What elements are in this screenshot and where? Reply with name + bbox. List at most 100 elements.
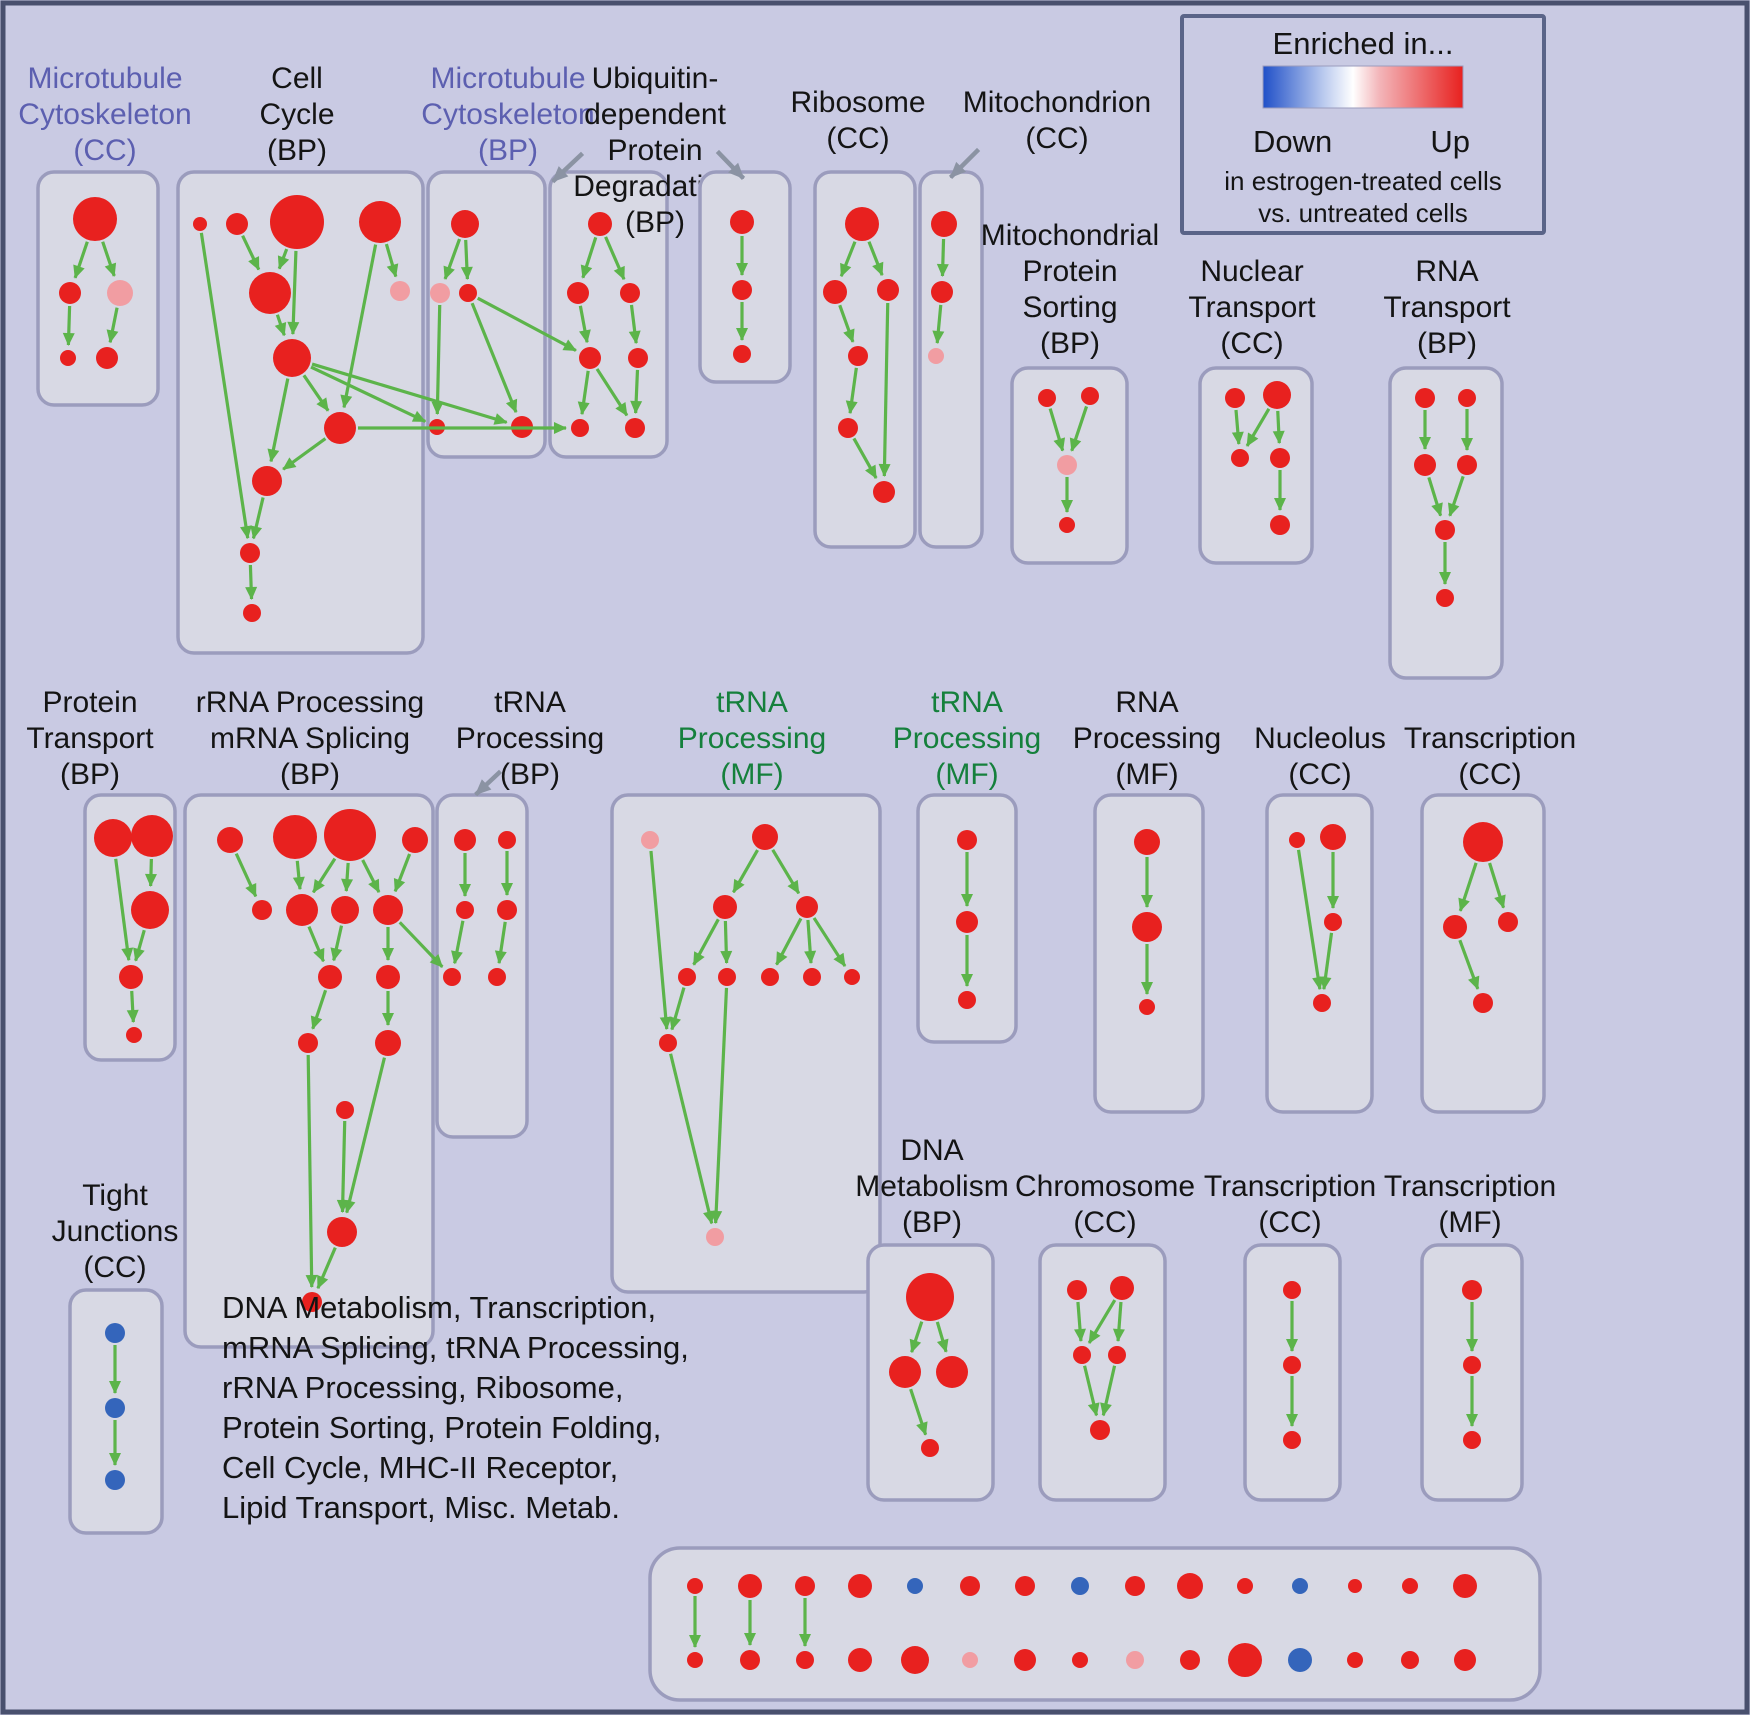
go-term-node [94,819,132,857]
go-term-node [907,1578,923,1594]
go-term-node [1463,1431,1481,1449]
edge-arrow [909,1388,928,1436]
edge-arrow [234,852,258,898]
edge-arrow [336,1120,349,1214]
go-term-node [803,968,821,986]
go-term-node [848,346,868,366]
go-term-node [376,965,400,989]
go-term-node [126,1027,142,1043]
go-term-node [1263,381,1291,409]
go-term-node [456,901,474,919]
go-term-node [1283,1356,1301,1374]
go-term-node [286,894,318,926]
go-term-node [359,201,401,243]
go-term-node [740,1650,760,1670]
edge-arrow [1069,405,1089,452]
go-term-node [193,217,207,231]
go-term-node [1402,1578,1418,1594]
edge-arrow [282,437,327,471]
group-box-nucleolus-cc [1265,793,1374,1114]
group-box-microtubule-cytoskeleton-bp [426,170,547,459]
go-term-node [1139,999,1155,1015]
go-term-node [1463,822,1503,862]
cluster-label-nucleolus-cc: Nucleolus(CC) [1254,722,1386,791]
go-term-node [226,213,248,235]
go-term-node [119,965,143,989]
go-term-node [375,1030,401,1056]
go-term-node [252,900,272,920]
edge-arrow [878,302,891,478]
go-term-node [732,280,752,300]
cluster-chromosome-cc: Chromosome(CC) [1015,1170,1195,1502]
edge-arrow [307,925,325,963]
edge-arrow [1048,408,1066,452]
go-term-node [1313,994,1331,1012]
go-term-node [1038,389,1056,407]
cluster-ribosome-cc: Ribosome(CC) [790,86,926,549]
cluster-misc-categories [648,1546,1542,1702]
cross-cluster-edge-arrow [398,921,444,968]
go-term-node [243,604,261,622]
go-term-node [713,895,737,919]
edge-arrow [1447,475,1465,517]
go-term-node [1180,1650,1200,1670]
edge-arrow [62,305,75,347]
go-term-node [931,211,957,237]
edge-arrow [669,987,686,1031]
edge-arrow [267,378,290,463]
edge-arrow [692,918,720,966]
edge-arrow [1458,939,1480,990]
go-term-node [588,212,612,236]
edge-arrow [1083,1365,1100,1417]
edge-arrow [443,238,462,280]
go-term-node [1320,824,1346,850]
edge-arrow [649,850,672,1031]
cluster-label-transcription-cc-middle: Transcription(CC) [1404,722,1576,791]
go-term-node [331,896,359,924]
edge-arrow [199,232,252,540]
go-term-node [838,418,858,438]
misc-categories-text: DNA Metabolism, Transcription,mRNA Splic… [222,1290,689,1525]
go-term-node [844,969,860,985]
edge-arrow [1319,932,1334,991]
go-term-node [107,280,133,306]
go-term-node [1057,455,1077,475]
go-term-node [459,284,477,302]
edge-arrow [287,250,300,336]
cluster-label-transcription-cc-bottom: Transcription(CC) [1204,1170,1376,1239]
go-term-node [105,1323,125,1343]
go-term-node [1072,1652,1088,1668]
go-term-node [1231,449,1249,467]
edge-arrow [771,849,801,895]
legend-up-label: Up [1430,124,1470,159]
edge-arrow [935,1321,949,1353]
cluster-ubiquitin-degradation-bp-right [698,170,792,384]
edge-arrow [669,1053,715,1225]
cross-cluster-edge-arrow [311,362,508,425]
go-term-node [1288,1648,1312,1672]
edge-arrow [839,241,857,278]
label-pointer-arrow [948,147,981,180]
go-term-node [1059,517,1075,533]
go-term-node [1228,1643,1262,1677]
edge-arrow [73,241,89,279]
edge-arrow [431,304,444,416]
go-term-node [823,280,847,304]
edge-arrow [494,921,507,965]
go-term-node [497,900,517,920]
go-term-node [1134,829,1160,855]
go-term-node [1108,1346,1126,1364]
cluster-label-mitochondrion-cc: Mitochondrion(CC) [963,86,1151,155]
